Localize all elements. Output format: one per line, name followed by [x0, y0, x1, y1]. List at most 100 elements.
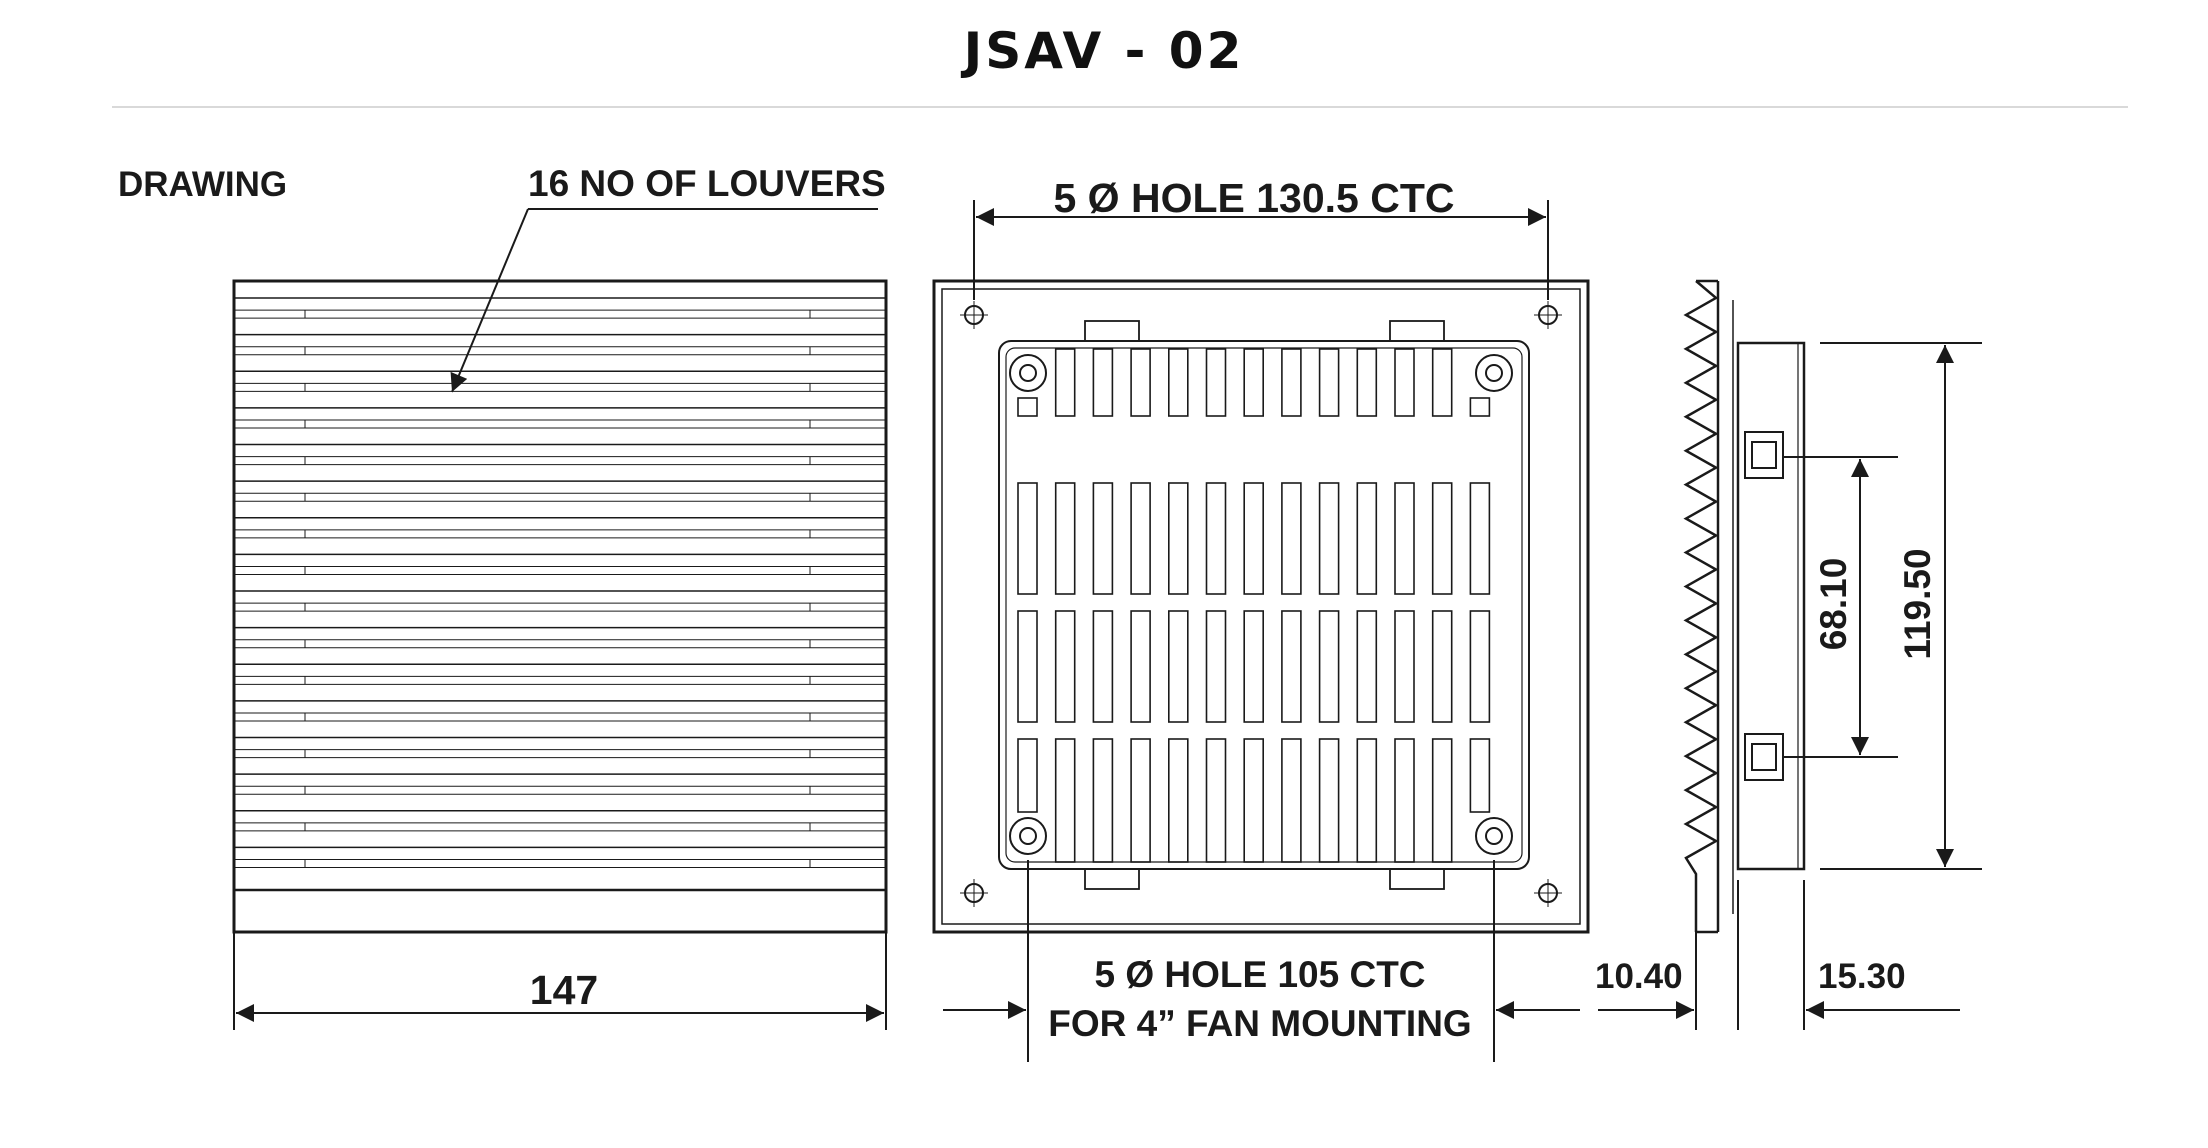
front-view-frame — [232, 279, 888, 934]
louver — [234, 370, 886, 392]
grille-slot — [1130, 738, 1151, 863]
bottom-hole-dimension — [943, 860, 1580, 1062]
grille-slot — [1205, 348, 1227, 417]
louver — [234, 663, 886, 685]
grille-slot — [1205, 482, 1227, 595]
grille-slot — [1168, 482, 1189, 595]
louver — [234, 809, 886, 832]
grille-slot — [1243, 610, 1264, 723]
louver — [234, 773, 886, 795]
clip-spacing-label: 68.10 — [1813, 558, 1854, 651]
body-height-label: 119.50 — [1897, 548, 1938, 659]
grille-slot — [1054, 610, 1076, 723]
grille-tab — [1084, 320, 1140, 342]
louver — [234, 626, 886, 649]
grille-slot — [1168, 610, 1189, 723]
grille-slot — [1469, 397, 1491, 417]
grille-slot — [1318, 482, 1340, 595]
grille-tab — [1389, 868, 1445, 890]
grille-slot — [1431, 610, 1453, 723]
louver — [234, 333, 886, 356]
depth-left-label: 10.40 — [1595, 957, 1683, 996]
grille-slot — [1017, 738, 1038, 813]
grille-slot — [1092, 348, 1114, 417]
grille-slot — [1017, 482, 1038, 595]
grille-slot — [1318, 738, 1340, 863]
body-height-dimension — [1820, 342, 1982, 870]
depth-dimension — [1598, 880, 1960, 1030]
grille-slot — [1054, 348, 1076, 417]
grille-slot — [1356, 610, 1378, 723]
title-divider — [112, 106, 2128, 108]
fan-mounting-note: FOR 4” FAN MOUNTING — [1048, 1003, 1471, 1044]
grille-slot — [1017, 610, 1038, 723]
grille-slot — [1431, 482, 1453, 595]
bottom-hole-dimension-label: 5 Ø HOLE 105 CTC — [1094, 954, 1425, 995]
grille-slot — [1092, 482, 1114, 595]
grille-slot — [1394, 738, 1415, 863]
louver — [234, 700, 886, 722]
grille-slot — [1356, 738, 1378, 863]
louver — [234, 297, 886, 319]
mounting-clip — [1744, 431, 1784, 781]
grille-tab — [1389, 320, 1445, 342]
section-label: DRAWING — [118, 165, 287, 204]
top-hole-dimension — [973, 200, 1549, 300]
top-hole-dimension-label: 5 Ø HOLE 130.5 CTC — [1053, 175, 1454, 221]
back-view-inner-frame — [941, 288, 1581, 925]
grille-slot — [1168, 348, 1189, 417]
fan-housing — [1736, 341, 1806, 871]
grille-slot-group — [1017, 348, 1491, 863]
grille-slot — [1318, 610, 1340, 723]
grille-slot — [1054, 738, 1076, 863]
grille-slot — [1243, 738, 1264, 863]
grille-slot — [1281, 348, 1302, 417]
grille-slot — [1205, 610, 1227, 723]
grille-slot — [1431, 348, 1453, 417]
louver — [234, 590, 886, 612]
grille-slot — [1281, 738, 1302, 863]
grille-slot — [1394, 348, 1415, 417]
grille-slot — [1130, 610, 1151, 723]
louver — [234, 407, 886, 429]
grille-slot — [1054, 482, 1076, 595]
grille-slot — [1431, 738, 1453, 863]
louver-group — [234, 297, 886, 869]
louver-profile — [1683, 280, 1719, 932]
louver — [234, 736, 886, 759]
louver — [234, 516, 886, 539]
grille-slot — [1092, 738, 1114, 863]
grille-tab — [1084, 868, 1140, 890]
grille-slot — [1130, 348, 1151, 417]
grille-slot — [1281, 482, 1302, 595]
grille-slot — [1356, 482, 1378, 595]
side-view — [1683, 279, 1806, 934]
grille-frame — [998, 340, 1530, 870]
grille-slot — [1243, 482, 1264, 595]
width-dimension — [233, 932, 887, 1030]
mounting-holes-inner — [1009, 354, 1513, 855]
louver — [234, 846, 886, 869]
grille-slot — [1168, 738, 1189, 863]
louver-leader-line — [450, 208, 529, 393]
grille-slot — [1243, 348, 1264, 417]
louver — [234, 480, 886, 502]
grille-slot — [1469, 738, 1491, 813]
clip-spacing-dimension — [1783, 456, 1898, 758]
width-dimension-label: 147 — [530, 967, 598, 1013]
grille-slot — [1281, 610, 1302, 723]
depth-right-label: 15.30 — [1818, 957, 1906, 996]
front-view — [232, 279, 888, 934]
grille-slot — [1469, 482, 1491, 595]
louver — [234, 443, 886, 466]
grille-slot — [1017, 397, 1038, 417]
grille-slot — [1092, 610, 1114, 723]
grille-slot — [1394, 482, 1415, 595]
grille-slot — [1130, 482, 1151, 595]
back-view-outer-frame — [932, 279, 1590, 934]
mounting-holes-outer — [960, 301, 1562, 907]
grille-slot — [1356, 348, 1378, 417]
louver — [234, 553, 886, 576]
page-title: JSAV - 02 — [963, 22, 1245, 80]
